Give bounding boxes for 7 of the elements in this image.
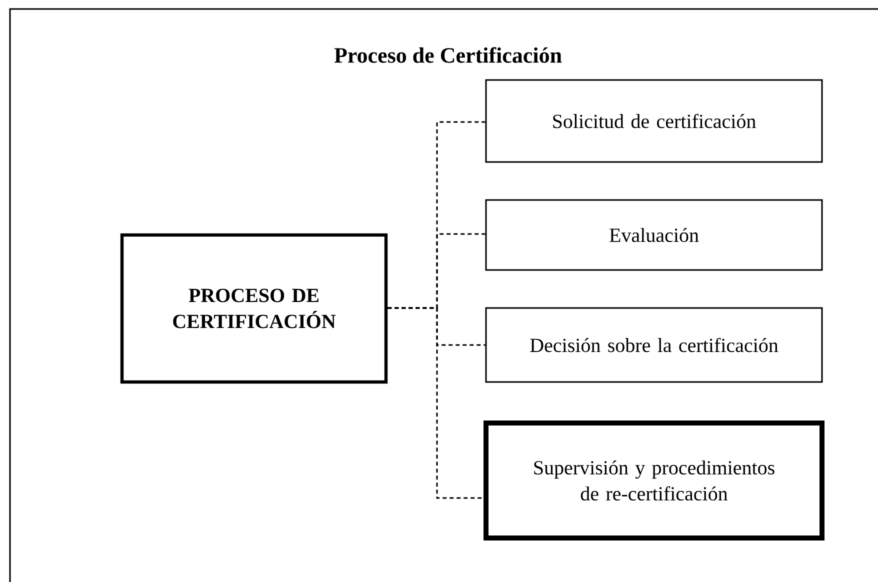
- process-box: Evaluación: [485, 199, 823, 271]
- connector: [388, 307, 484, 499]
- process-box: PROCESO DE CERTIFICACIÓN: [120, 233, 388, 384]
- process-box: Decisión sobre la certificación: [485, 307, 823, 383]
- process-box: Supervisión y procedimientos de re-certificación: [484, 420, 824, 540]
- process-box: Solicitud de certificación: [485, 79, 823, 163]
- title: Proceso de Certificación: [334, 47, 562, 63]
